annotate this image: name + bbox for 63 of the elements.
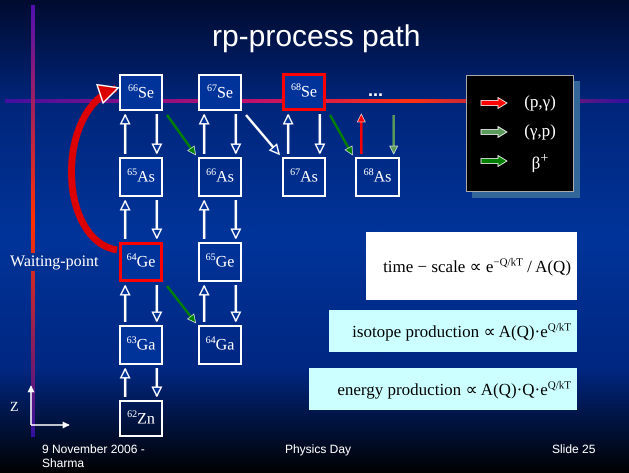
formula-text: energy production ∝ A(Q)·Q·e$^{Q/kT}$ [337, 378, 571, 400]
nuclide-box [198, 74, 242, 111]
arrow [120, 114, 130, 154]
arrow [230, 285, 241, 322]
arrow [166, 114, 196, 156]
nuclide-box [119, 325, 163, 365]
legend-label: (p,γ) [523, 92, 557, 112]
arrow [314, 114, 325, 154]
arrow [166, 285, 196, 324]
nuclide-box [119, 242, 163, 282]
arrow [230, 200, 241, 239]
arrow [199, 285, 210, 322]
arrow [120, 200, 130, 239]
nuclide-label: $^{62}$Zn [127, 408, 155, 428]
axis-label: Z [10, 400, 19, 416]
arrow [152, 114, 162, 154]
footer-text: Physics Day [285, 442, 352, 456]
nuclide-box [282, 73, 326, 111]
nuclide-label: $^{63}$Ga [126, 335, 156, 355]
nuclide-box [282, 157, 326, 197]
footer-text: 9 November 2006 - Sharma [42, 442, 146, 470]
formula-box [309, 368, 577, 410]
arrow [120, 285, 130, 322]
nuclide-label: $^{66}$Se [128, 82, 154, 102]
arrow [357, 114, 366, 154]
arrow [245, 114, 280, 155]
arrow [230, 114, 241, 154]
nuclide-label: $^{67}$Se [207, 82, 233, 102]
nuclide-box [119, 400, 163, 437]
nuclide-label: $^{64}$Ge [126, 252, 156, 272]
nuclide-box [119, 157, 163, 197]
nuclide-label: $^{68}$Se [291, 82, 317, 102]
arrow [152, 200, 162, 239]
arrow [152, 285, 162, 322]
formula-box [366, 232, 577, 300]
arrow [199, 200, 210, 239]
nuclide-box [198, 242, 242, 282]
arrow [152, 368, 162, 397]
nuclide-label: $^{68}$As [364, 167, 392, 187]
formula-text: isotope production ∝ A(Q)·e$^{Q/kT}$ [352, 320, 571, 342]
curved-arrow [68, 85, 119, 254]
nuclide-label: $^{66}$As [206, 167, 234, 187]
arrow [283, 114, 294, 154]
arrow [199, 114, 210, 154]
formula-box [329, 310, 577, 352]
nuclide-label: $^{65}$As [127, 167, 155, 187]
nuclide-box [355, 157, 400, 197]
legend-label: β$^{+}$ [530, 150, 550, 174]
annotation-text: Waiting-point [10, 253, 98, 271]
arrow [328, 114, 354, 156]
nuclide-label: $^{65}$Ge [206, 252, 234, 272]
arrow [120, 368, 130, 397]
nuclide-box [198, 325, 242, 365]
nuclide-label: $^{67}$As [290, 167, 318, 187]
nuclide-box [198, 157, 242, 197]
slide-title: rp-process path [212, 20, 420, 54]
ellipsis-text: ... [368, 80, 384, 101]
footer-text: Slide 25 [552, 442, 596, 456]
legend-label: (γ,p) [523, 121, 557, 141]
nuclide-label: $^{64}$Ga [206, 335, 234, 355]
formula-text: time − scale ∝ e$^{−Q/kT}$ / A(Q) [383, 256, 571, 276]
arrow [389, 115, 398, 154]
nuclide-box [119, 74, 163, 111]
